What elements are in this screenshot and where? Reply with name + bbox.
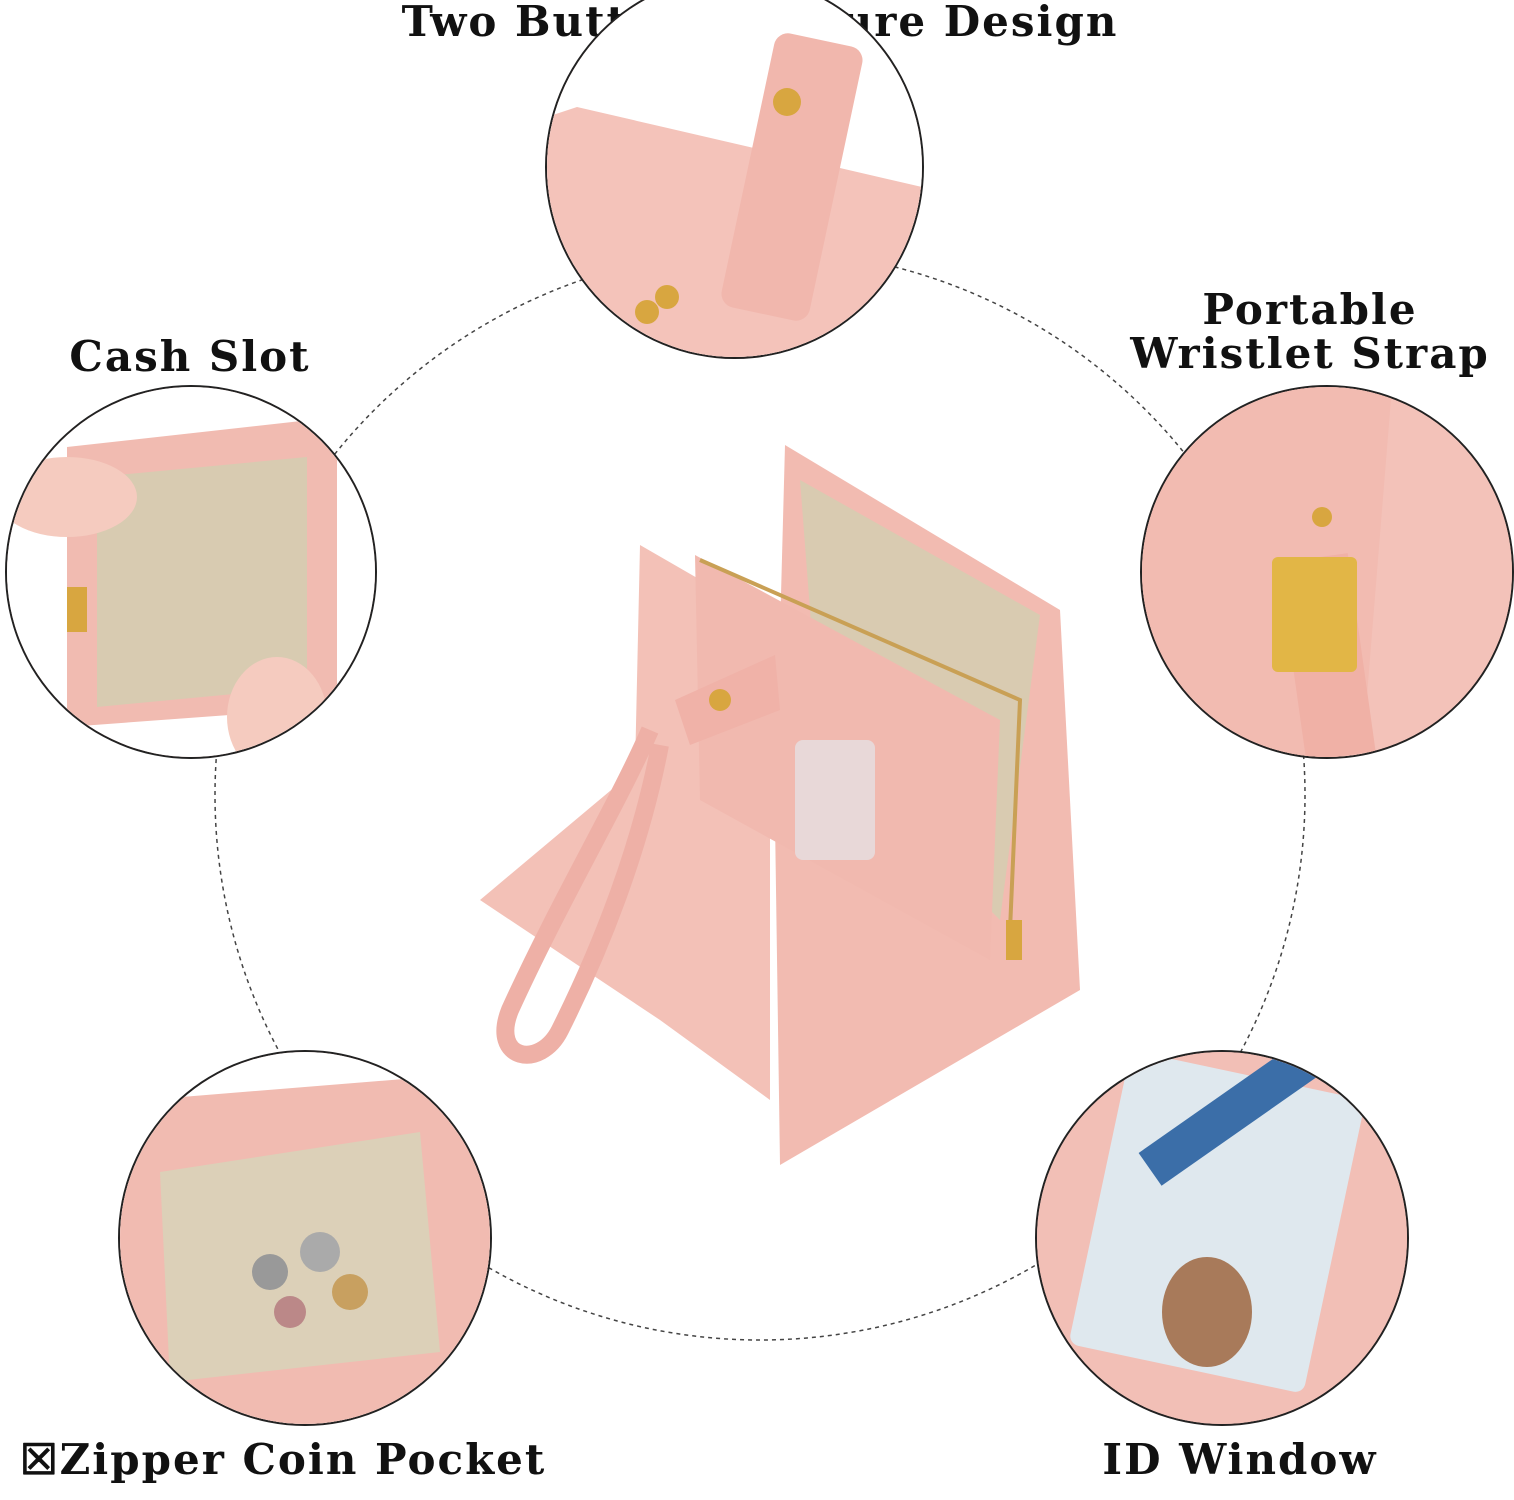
coin-pocket-label: ☒Zipper Coin Pocket [20,1435,547,1484]
button-closure-detail-image [545,0,924,359]
wristlet-label-line1: Portable [1202,285,1418,334]
cash-slot-label: Cash Slot [69,332,311,381]
wristlet-strap-detail-image [1140,385,1514,759]
wristlet-label: Portable Wristlet Strap [1130,285,1490,379]
id-window-label: ID Window [1102,1435,1378,1484]
coin-pocket-detail-image [118,1050,492,1426]
id-window-detail-image [1035,1050,1409,1426]
wristlet-label-line2: Wristlet Strap [1130,329,1490,379]
cash-slot-detail-image [5,385,377,759]
